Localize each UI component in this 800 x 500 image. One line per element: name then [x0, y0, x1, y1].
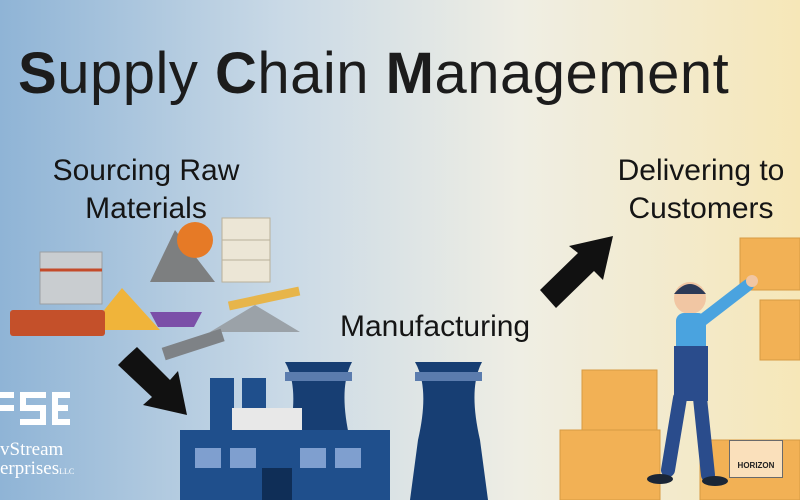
arrow-to-manufacturing-icon — [118, 347, 187, 415]
title-part-supply: Supply — [18, 41, 215, 106]
raw-materials-illustration — [10, 217, 301, 361]
arrow-to-delivery-icon — [540, 236, 613, 308]
delivering-to-customers-label: Delivering to Customers — [617, 154, 785, 225]
worker-illustration — [647, 275, 758, 486]
company-name-line2: erprisesLLC — [0, 458, 75, 479]
title-part-chain: Chain — [214, 41, 386, 106]
page-title: Supply Chain Management — [18, 40, 729, 107]
sourcing-raw-materials-label: Sourcing Raw Materials — [52, 154, 240, 225]
company-logo-icon — [0, 392, 70, 425]
partner-logo: HORIZON — [729, 440, 783, 478]
title-part-management: Management — [385, 41, 730, 106]
company-name-line1: vStream — [0, 439, 64, 460]
factory-illustration — [180, 362, 488, 500]
manufacturing-label: Manufacturing — [340, 310, 531, 343]
company-logo-text: vStream erprisesLLC — [0, 440, 74, 481]
